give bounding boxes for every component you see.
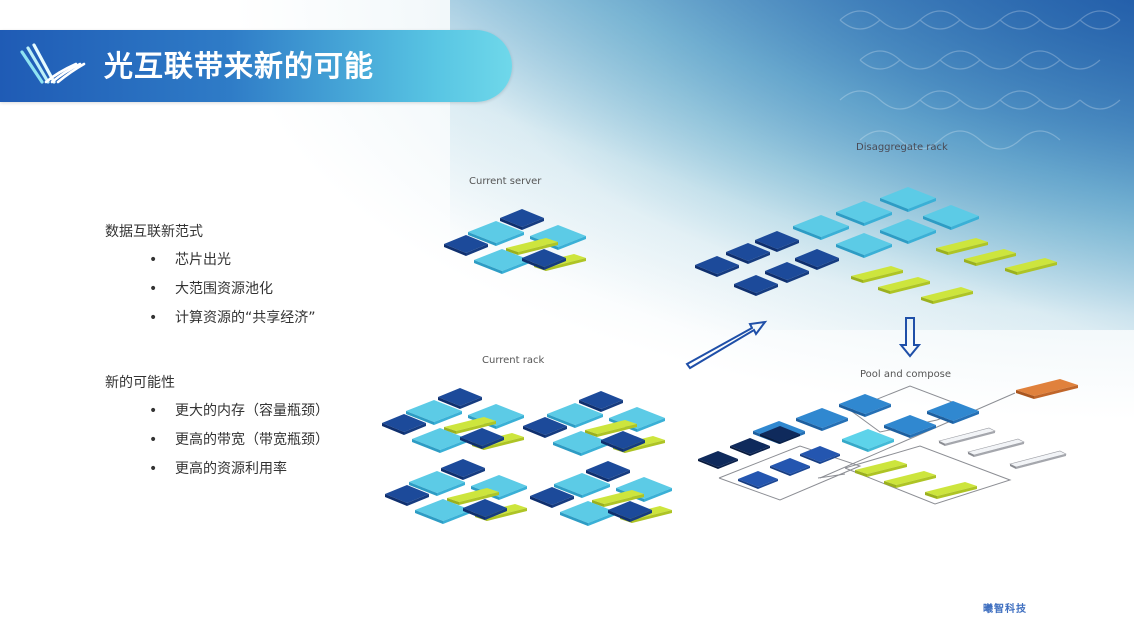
arrow-to-disaggregate-icon	[685, 320, 768, 370]
disaggregate-rack-diagram	[695, 187, 1057, 304]
section-new-possibilities: 新的可能性 • 更大的内存（容量瓶颈） • 更高的带宽（带宽瓶颈） • 更高的资源利用…	[105, 372, 329, 487]
bullet-dot-icon: •	[149, 310, 158, 326]
section-heading: 新的可能性	[105, 375, 175, 391]
current-rack-label: Current rack	[482, 355, 545, 366]
section-data-interconnect: 数据互联新范式 • 芯片出光 • 大范围资源池化 • 计算资源的“共享经济”	[105, 221, 316, 336]
section-heading: 数据互联新范式	[105, 224, 203, 240]
current-server-diagram	[444, 209, 586, 274]
footer-brand: 曦智科技	[983, 604, 1027, 615]
company-logo-icon	[20, 43, 86, 84]
bullet-text: 计算资源的“共享经济”	[175, 310, 316, 326]
current-server-label: Current server	[469, 176, 542, 187]
current-rack-diagram	[382, 388, 672, 526]
pool-and-compose-diagram	[698, 379, 1078, 505]
slide-title: 光互联带来新的可能	[104, 49, 375, 83]
bullet-dot-icon: •	[149, 403, 158, 419]
bullet-list: • 芯片出光 • 大范围资源池化 • 计算资源的“共享经济”	[105, 249, 316, 336]
pool-and-compose-label: Pool and compose	[860, 369, 952, 380]
bullet-item: • 计算资源的“共享经济”	[105, 307, 316, 336]
title-banner: 光互联带来新的可能	[0, 30, 512, 102]
bullet-list: • 更大的内存（容量瓶颈） • 更高的带宽（带宽瓶颈） • 更高的资源利用率	[105, 400, 329, 487]
bullet-item: • 更大的内存（容量瓶颈）	[105, 400, 329, 429]
bullet-dot-icon: •	[149, 281, 158, 297]
bullet-text: 更大的内存（容量瓶颈）	[175, 403, 329, 419]
bullet-text: 更高的带宽（带宽瓶颈）	[175, 432, 329, 448]
bullet-item: • 大范围资源池化	[105, 278, 316, 307]
bullet-text: 芯片出光	[175, 252, 231, 268]
bullet-text: 更高的资源利用率	[175, 461, 287, 477]
hexagon-pattern-decoration	[839, 10, 1121, 150]
bullet-dot-icon: •	[149, 461, 158, 477]
bullet-item: • 更高的带宽（带宽瓶颈）	[105, 429, 329, 458]
bullet-dot-icon: •	[149, 252, 158, 268]
disaggregate-rack-label: Disaggregate rack	[856, 142, 948, 153]
bullet-dot-icon: •	[149, 432, 158, 448]
arrow-down-icon	[898, 317, 922, 358]
bullet-text: 大范围资源池化	[175, 281, 273, 297]
bullet-item: • 芯片出光	[105, 249, 316, 278]
bullet-item: • 更高的资源利用率	[105, 458, 329, 487]
